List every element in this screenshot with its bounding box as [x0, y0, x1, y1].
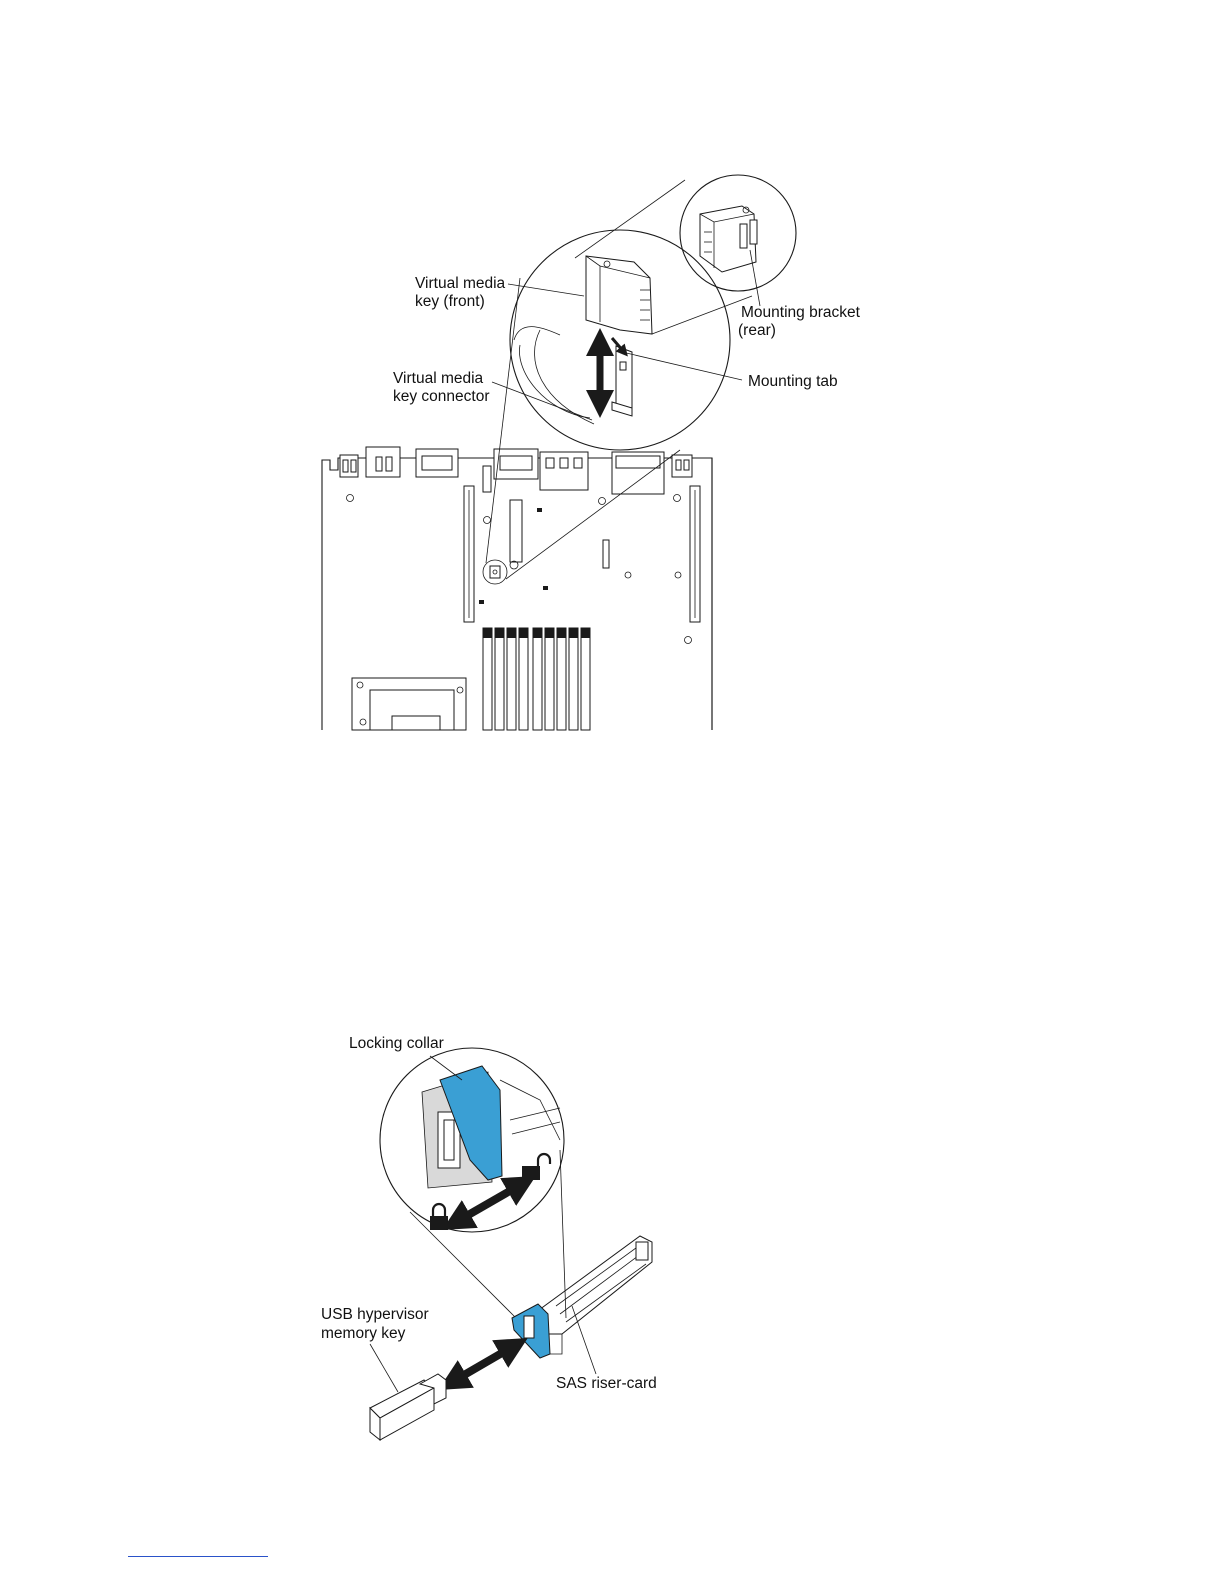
label-locking-collar: Locking collar [349, 1035, 444, 1052]
label-virtual-media-key-connector-line1: Virtual media [393, 370, 484, 387]
double-arrow-icon [452, 1346, 514, 1382]
footer-link-rule[interactable] [128, 1556, 268, 1557]
zoom-detail-locking-collar [380, 1048, 564, 1232]
label-usb-hypervisor-line1: USB hypervisor [321, 1306, 429, 1323]
double-arrow-icon [456, 1184, 522, 1222]
unlock-icon [522, 1154, 550, 1180]
label-mounting-tab: Mounting tab [748, 373, 838, 390]
dimm-slots [483, 628, 590, 730]
label-virtual-media-key-connector-line2: key connector [393, 388, 490, 405]
collar-on-riser [512, 1304, 550, 1358]
figure-usb-hypervisor-key: Locking collar USB hypervisor memory key… [321, 1035, 657, 1440]
label-mounting-bracket-line1: Mounting bracket [741, 304, 861, 321]
lock-icon [430, 1204, 448, 1230]
label-mounting-bracket-line2: (rear) [738, 322, 776, 339]
zoom-detail-virtual-media-key [510, 230, 730, 450]
label-usb-hypervisor-line2: memory key [321, 1325, 406, 1342]
label-virtual-media-key-front-line2: key (front) [415, 293, 485, 310]
label-virtual-media-key-front-line1: Virtual media [415, 275, 506, 292]
usb-memory-key [370, 1374, 446, 1440]
label-sas-riser-card: SAS riser-card [556, 1375, 657, 1392]
figure-virtual-media-key: Virtual media key (front) Virtual media … [322, 175, 861, 730]
system-board [322, 447, 712, 730]
